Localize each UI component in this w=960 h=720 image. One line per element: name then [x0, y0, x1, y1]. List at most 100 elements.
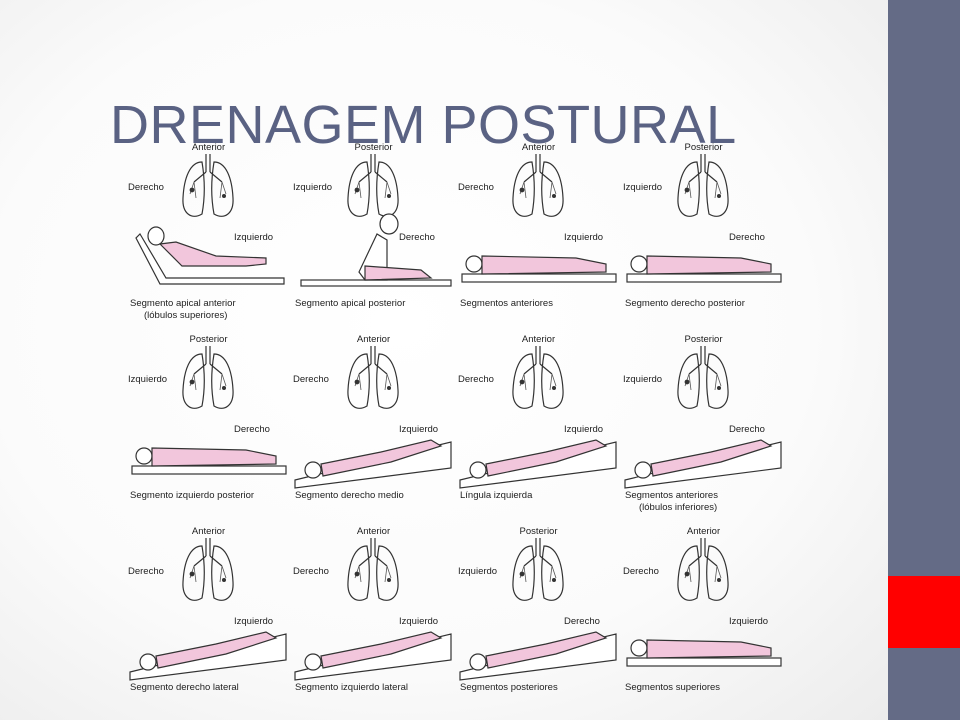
orientation-label-top: Anterior	[191, 526, 226, 537]
drainage-illustration	[294, 538, 452, 681]
side-label-right: Derecho	[399, 232, 435, 243]
segment-caption-line2: (lóbulos inferiores)	[639, 502, 718, 513]
segment-caption: Segmento derecho lateral	[130, 682, 290, 694]
side-label-left: Derecho	[128, 182, 164, 193]
orientation-label-top: Posterior	[189, 334, 228, 345]
side-label-left: Derecho	[128, 566, 164, 577]
side-label-left: Izquierdo	[458, 566, 498, 577]
segment-caption: Segmento apical anterior(lóbulos superio…	[130, 298, 290, 322]
segment-caption-line1: Segmento apical anterior	[130, 298, 236, 309]
drainage-illustration	[626, 154, 782, 283]
segment-caption-line1: Língula izquierda	[460, 490, 533, 501]
segment-caption: Segmento apical posterior	[295, 298, 455, 310]
lungs-illustration	[677, 346, 729, 409]
side-label-left: Izquierdo	[293, 182, 333, 193]
orientation-label-top: Posterior	[684, 334, 723, 345]
segment-caption: Segmentos anteriores(lóbulos inferiores)	[625, 490, 785, 514]
side-label-right: Izquierdo	[729, 616, 769, 627]
side-label-right: Izquierdo	[234, 616, 274, 627]
segment-caption: Segmento derecho posterior	[625, 298, 785, 310]
drainage-illustration	[461, 154, 617, 283]
side-label-right: Izquierdo	[564, 424, 604, 435]
lungs-illustration	[182, 154, 234, 217]
side-label-left: Derecho	[293, 374, 329, 385]
segment-caption-line2: (lóbulos superiores)	[144, 310, 228, 321]
patient-position-illustration	[294, 631, 452, 681]
drainage-illustration	[294, 346, 452, 489]
lungs-illustration	[347, 154, 399, 217]
side-label-left: Derecho	[293, 566, 329, 577]
segment-caption: Segmento izquierdo lateral	[295, 682, 455, 694]
lungs-illustration	[677, 538, 729, 601]
side-label-left: Derecho	[458, 374, 494, 385]
drainage-illustration	[129, 538, 287, 681]
drainage-illustration	[131, 346, 287, 475]
segment-caption-line1: Segmentos anteriores	[460, 298, 553, 309]
lungs-illustration	[512, 538, 564, 601]
side-label-right: Izquierdo	[234, 232, 274, 243]
orientation-label-top: Posterior	[519, 526, 558, 537]
side-label-left: Izquierdo	[128, 374, 168, 385]
side-label-left: Izquierdo	[623, 182, 663, 193]
drainage-illustration	[626, 538, 782, 667]
patient-position-illustration	[626, 255, 782, 283]
segment-caption-line1: Segmento izquierdo lateral	[295, 682, 409, 693]
orientation-label-top: Anterior	[191, 142, 226, 153]
segment-caption: Segmentos posteriores	[460, 682, 620, 694]
orientation-label-top: Anterior	[686, 526, 721, 537]
patient-position-illustration	[459, 439, 617, 489]
side-label-left: Izquierdo	[623, 374, 663, 385]
patient-position-illustration	[300, 213, 452, 287]
segment-caption-line1: Segmento derecho lateral	[130, 682, 239, 693]
patient-position-illustration	[129, 631, 287, 681]
side-label-left: Derecho	[458, 182, 494, 193]
side-label-right: Derecho	[729, 232, 765, 243]
patient-position-illustration	[461, 255, 617, 283]
side-label-right: Derecho	[564, 616, 600, 627]
slide-background	[0, 0, 888, 720]
segment-caption-line1: Segmentos posteriores	[460, 682, 558, 693]
patient-position-illustration	[624, 439, 782, 489]
lungs-illustration	[347, 346, 399, 409]
segment-caption-line1: Segmento derecho posterior	[625, 298, 745, 309]
segment-caption: Segmento derecho medio	[295, 490, 455, 502]
side-label-right: Derecho	[729, 424, 765, 435]
lungs-illustration	[182, 538, 234, 601]
segment-caption: Segmentos superiores	[625, 682, 785, 694]
side-label-right: Izquierdo	[564, 232, 604, 243]
patient-position-illustration	[626, 639, 782, 667]
side-accent-block	[888, 576, 960, 648]
patient-position-illustration	[131, 447, 287, 475]
side-label-right: Derecho	[234, 424, 270, 435]
segment-caption-line1: Segmento izquierdo posterior	[130, 490, 255, 501]
side-label-right: Izquierdo	[399, 424, 439, 435]
orientation-label-top: Anterior	[356, 334, 391, 345]
side-label-right: Izquierdo	[399, 616, 439, 627]
segment-caption: Segmentos anteriores	[460, 298, 620, 310]
patient-position-illustration	[459, 631, 617, 681]
orientation-label-top: Anterior	[356, 526, 391, 537]
orientation-label-top: Anterior	[521, 334, 556, 345]
lungs-illustration	[512, 346, 564, 409]
segment-caption-line1: Segmento apical posterior	[295, 298, 406, 309]
drainage-illustration	[459, 346, 617, 489]
drainage-illustration	[300, 154, 452, 287]
slide-title: DRENAGEM POSTURAL	[110, 95, 737, 156]
segment-caption: Segmento izquierdo posterior	[130, 490, 290, 502]
drainage-illustration	[459, 538, 617, 681]
drainage-illustration	[135, 154, 285, 285]
segment-caption-line1: Segmentos anteriores	[625, 490, 718, 501]
patient-position-illustration	[294, 439, 452, 489]
lungs-illustration	[347, 538, 399, 601]
